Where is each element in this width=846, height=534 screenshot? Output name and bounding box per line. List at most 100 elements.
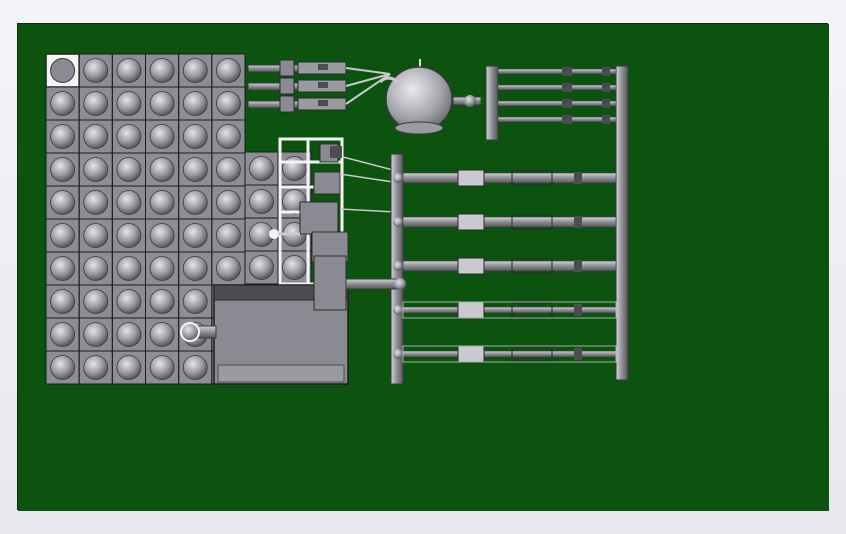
header-branch <box>402 216 617 228</box>
branch-filter <box>457 257 485 275</box>
branch-valve <box>562 67 572 76</box>
tank <box>149 157 175 182</box>
tank <box>83 58 109 83</box>
branch-valve <box>602 115 610 124</box>
valve-train-link <box>345 67 391 75</box>
branch-frame <box>402 301 617 319</box>
tank <box>83 322 109 347</box>
tank <box>149 355 175 380</box>
tank <box>116 256 142 281</box>
tank <box>83 355 109 380</box>
model-viewport[interactable] <box>17 23 829 511</box>
branch-frame <box>402 345 617 363</box>
top-valve-trains <box>247 59 391 113</box>
tank <box>282 255 307 280</box>
tank <box>182 58 208 83</box>
tank <box>149 124 175 149</box>
tank <box>116 190 142 215</box>
branch-valve <box>562 115 572 124</box>
tank <box>50 58 76 83</box>
tank <box>182 91 208 116</box>
tank <box>216 256 241 281</box>
tank <box>249 255 274 280</box>
branch-meter <box>511 346 553 362</box>
branch-filter <box>457 301 485 319</box>
tank <box>149 223 175 248</box>
signal-line <box>342 156 394 171</box>
main-header <box>390 153 617 385</box>
branch-valve <box>562 83 572 92</box>
valve-body <box>279 59 295 77</box>
actuator-tag <box>318 82 328 88</box>
branch-meter <box>511 170 553 186</box>
tank <box>216 91 241 116</box>
branch-valve <box>393 173 403 183</box>
tank <box>216 124 241 149</box>
tank <box>149 289 175 314</box>
actuator-tag <box>318 64 328 70</box>
branch-valve <box>574 172 582 184</box>
branch-meter <box>511 214 553 230</box>
branch-valve <box>574 216 582 228</box>
branch-filter <box>457 169 485 187</box>
tank <box>182 157 208 182</box>
tank <box>50 157 75 182</box>
tank <box>216 58 241 83</box>
branch-valve <box>393 349 403 359</box>
manifold-header-left <box>485 65 499 141</box>
signal-line <box>339 173 394 183</box>
tank <box>149 322 175 347</box>
outlet-pipe <box>313 255 406 311</box>
branch-valve <box>393 305 403 315</box>
pump-station-model <box>18 24 829 511</box>
actuator-tag <box>318 100 328 106</box>
tank <box>50 256 75 281</box>
branch-valve <box>393 261 403 271</box>
tank <box>83 289 109 314</box>
tank <box>83 190 109 215</box>
manifold-branch <box>497 100 617 107</box>
manifold-branch <box>497 84 617 91</box>
tank <box>116 322 142 347</box>
tank <box>83 256 109 281</box>
valve-body <box>279 95 295 113</box>
tank <box>50 223 75 248</box>
tank <box>116 91 142 116</box>
header-branch <box>402 306 617 314</box>
valve-body <box>279 77 295 95</box>
pump-gauge <box>330 146 342 158</box>
branch-valve <box>562 99 572 108</box>
tank <box>149 256 175 281</box>
tank <box>50 190 75 215</box>
tank <box>282 156 307 181</box>
tank <box>83 223 109 248</box>
pump-motor <box>299 201 339 235</box>
tank <box>116 124 142 149</box>
tank <box>182 190 208 215</box>
branch-valve <box>602 99 610 108</box>
manifold-header-right <box>615 65 629 381</box>
tank <box>116 355 142 380</box>
tank <box>182 289 208 314</box>
manifold-branch <box>497 116 617 123</box>
branch-valve <box>574 260 582 272</box>
tank <box>50 355 75 380</box>
signal-line <box>339 208 397 213</box>
pump-indicator <box>269 229 279 239</box>
pump-motor <box>313 171 341 195</box>
header-branch <box>402 260 617 272</box>
header-branch <box>402 350 617 358</box>
manifold-branch <box>497 68 617 75</box>
tank <box>50 91 75 116</box>
tank <box>149 190 175 215</box>
tank <box>216 157 241 182</box>
tank <box>182 124 208 149</box>
tank <box>116 157 142 182</box>
branch-filter <box>457 345 485 363</box>
tank <box>116 58 142 83</box>
branch-valve <box>602 83 610 92</box>
feed-pump <box>180 322 217 342</box>
tank <box>249 189 274 214</box>
branch-filter <box>457 213 485 231</box>
branch-meter <box>511 302 553 318</box>
